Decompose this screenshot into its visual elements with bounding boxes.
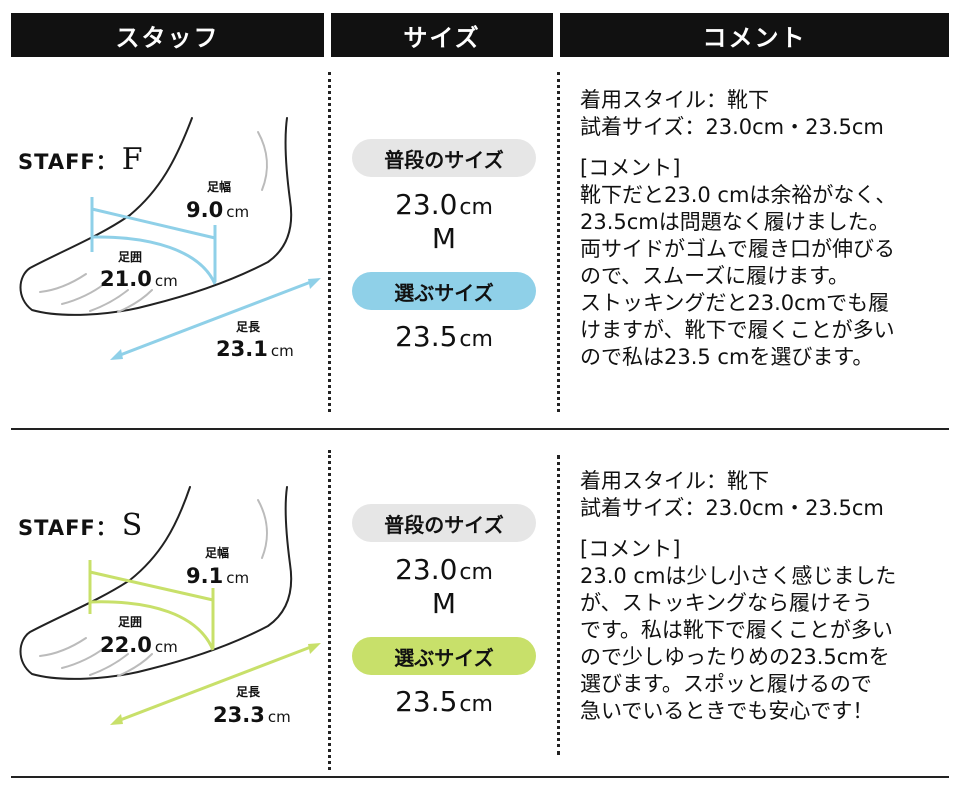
comment-line: ので少しゆったりめの23.5cmを — [580, 645, 890, 669]
chosen-size-pill: 選ぶサイズ — [352, 272, 536, 310]
comment-line: ので、スムーズに履けます。 — [580, 264, 850, 288]
chosen-size-value: 23.5cm — [395, 685, 493, 718]
foot-illustration — [19, 117, 321, 360]
comment-line: 急いでいるときでも安心です！ — [580, 699, 874, 723]
foot-illustration — [19, 486, 321, 725]
header-comment: コメント — [560, 13, 949, 57]
comment-line: ストッキングだと23.0cmでも履 — [580, 291, 890, 315]
comment-heading: [コメント] — [580, 537, 681, 561]
usual-size-value: 23.0cm — [395, 188, 493, 221]
comment-line: 両サイドがゴムで履き口が伸びる — [580, 237, 895, 261]
comment-line: 靴下だと23.0 cmは余裕がなく、 — [580, 183, 897, 207]
wear-style: 着用スタイル：靴下 — [580, 88, 769, 112]
header-size: サイズ — [331, 13, 553, 57]
comment-block: 着用スタイル：靴下 試着サイズ：23.0cm・23.5cm [コメント] 23.… — [580, 468, 950, 725]
column-divider — [557, 455, 560, 755]
measure-lines — [90, 197, 317, 359]
girth-label: 足囲 — [118, 615, 143, 629]
comment-line: が、ストッキングなら履けそう — [580, 591, 873, 615]
length-label: 足長 — [236, 685, 261, 699]
usual-size-letter: M — [431, 222, 457, 255]
comment-line: ので私は23.5 cmを選びます。 — [580, 345, 874, 369]
usual-size-pill: 普段のサイズ — [352, 504, 536, 542]
staff-name-f: STAFF：F — [18, 142, 144, 177]
chosen-size-value: 23.5cm — [395, 320, 493, 353]
comment-block: 着用スタイル：靴下 試着サイズ：23.0cm・23.5cm [コメント] 靴下だ… — [580, 87, 950, 371]
trial-sizes: 試着サイズ：23.0cm・23.5cm — [580, 496, 884, 520]
usual-size-pill: 普段のサイズ — [352, 139, 536, 177]
row-divider — [11, 776, 949, 778]
usual-size-value: 23.0cm — [395, 553, 493, 586]
comment-line: 選びます。スポッと履けるので — [580, 672, 872, 696]
row-divider — [11, 428, 949, 430]
chosen-size-pill: 選ぶサイズ — [352, 637, 536, 675]
header-staff: スタッフ — [11, 13, 324, 57]
comment-line: です。私は靴下で履くことが多い — [580, 618, 893, 642]
comment-heading: [コメント] — [580, 156, 681, 180]
trial-sizes: 試着サイズ：23.0cm・23.5cm — [580, 115, 884, 139]
staff-name-s: STAFF：S — [18, 508, 144, 543]
width-label: 足幅 — [205, 546, 230, 560]
column-divider — [328, 450, 331, 770]
measure-lines — [88, 560, 317, 724]
usual-size-letter: M — [431, 587, 457, 620]
length-label: 足長 — [236, 320, 261, 334]
column-divider — [328, 72, 331, 412]
width-label: 足幅 — [207, 180, 232, 194]
column-divider — [557, 72, 560, 412]
comment-line: けますが、靴下で履くことが多い — [580, 318, 895, 342]
comment-line: 23.5cmは問題なく履けました。 — [580, 210, 890, 234]
girth-label: 足囲 — [118, 250, 143, 264]
comment-line: 23.0 cmは少し小さく感じました — [580, 564, 897, 588]
wear-style: 着用スタイル：靴下 — [580, 469, 769, 493]
